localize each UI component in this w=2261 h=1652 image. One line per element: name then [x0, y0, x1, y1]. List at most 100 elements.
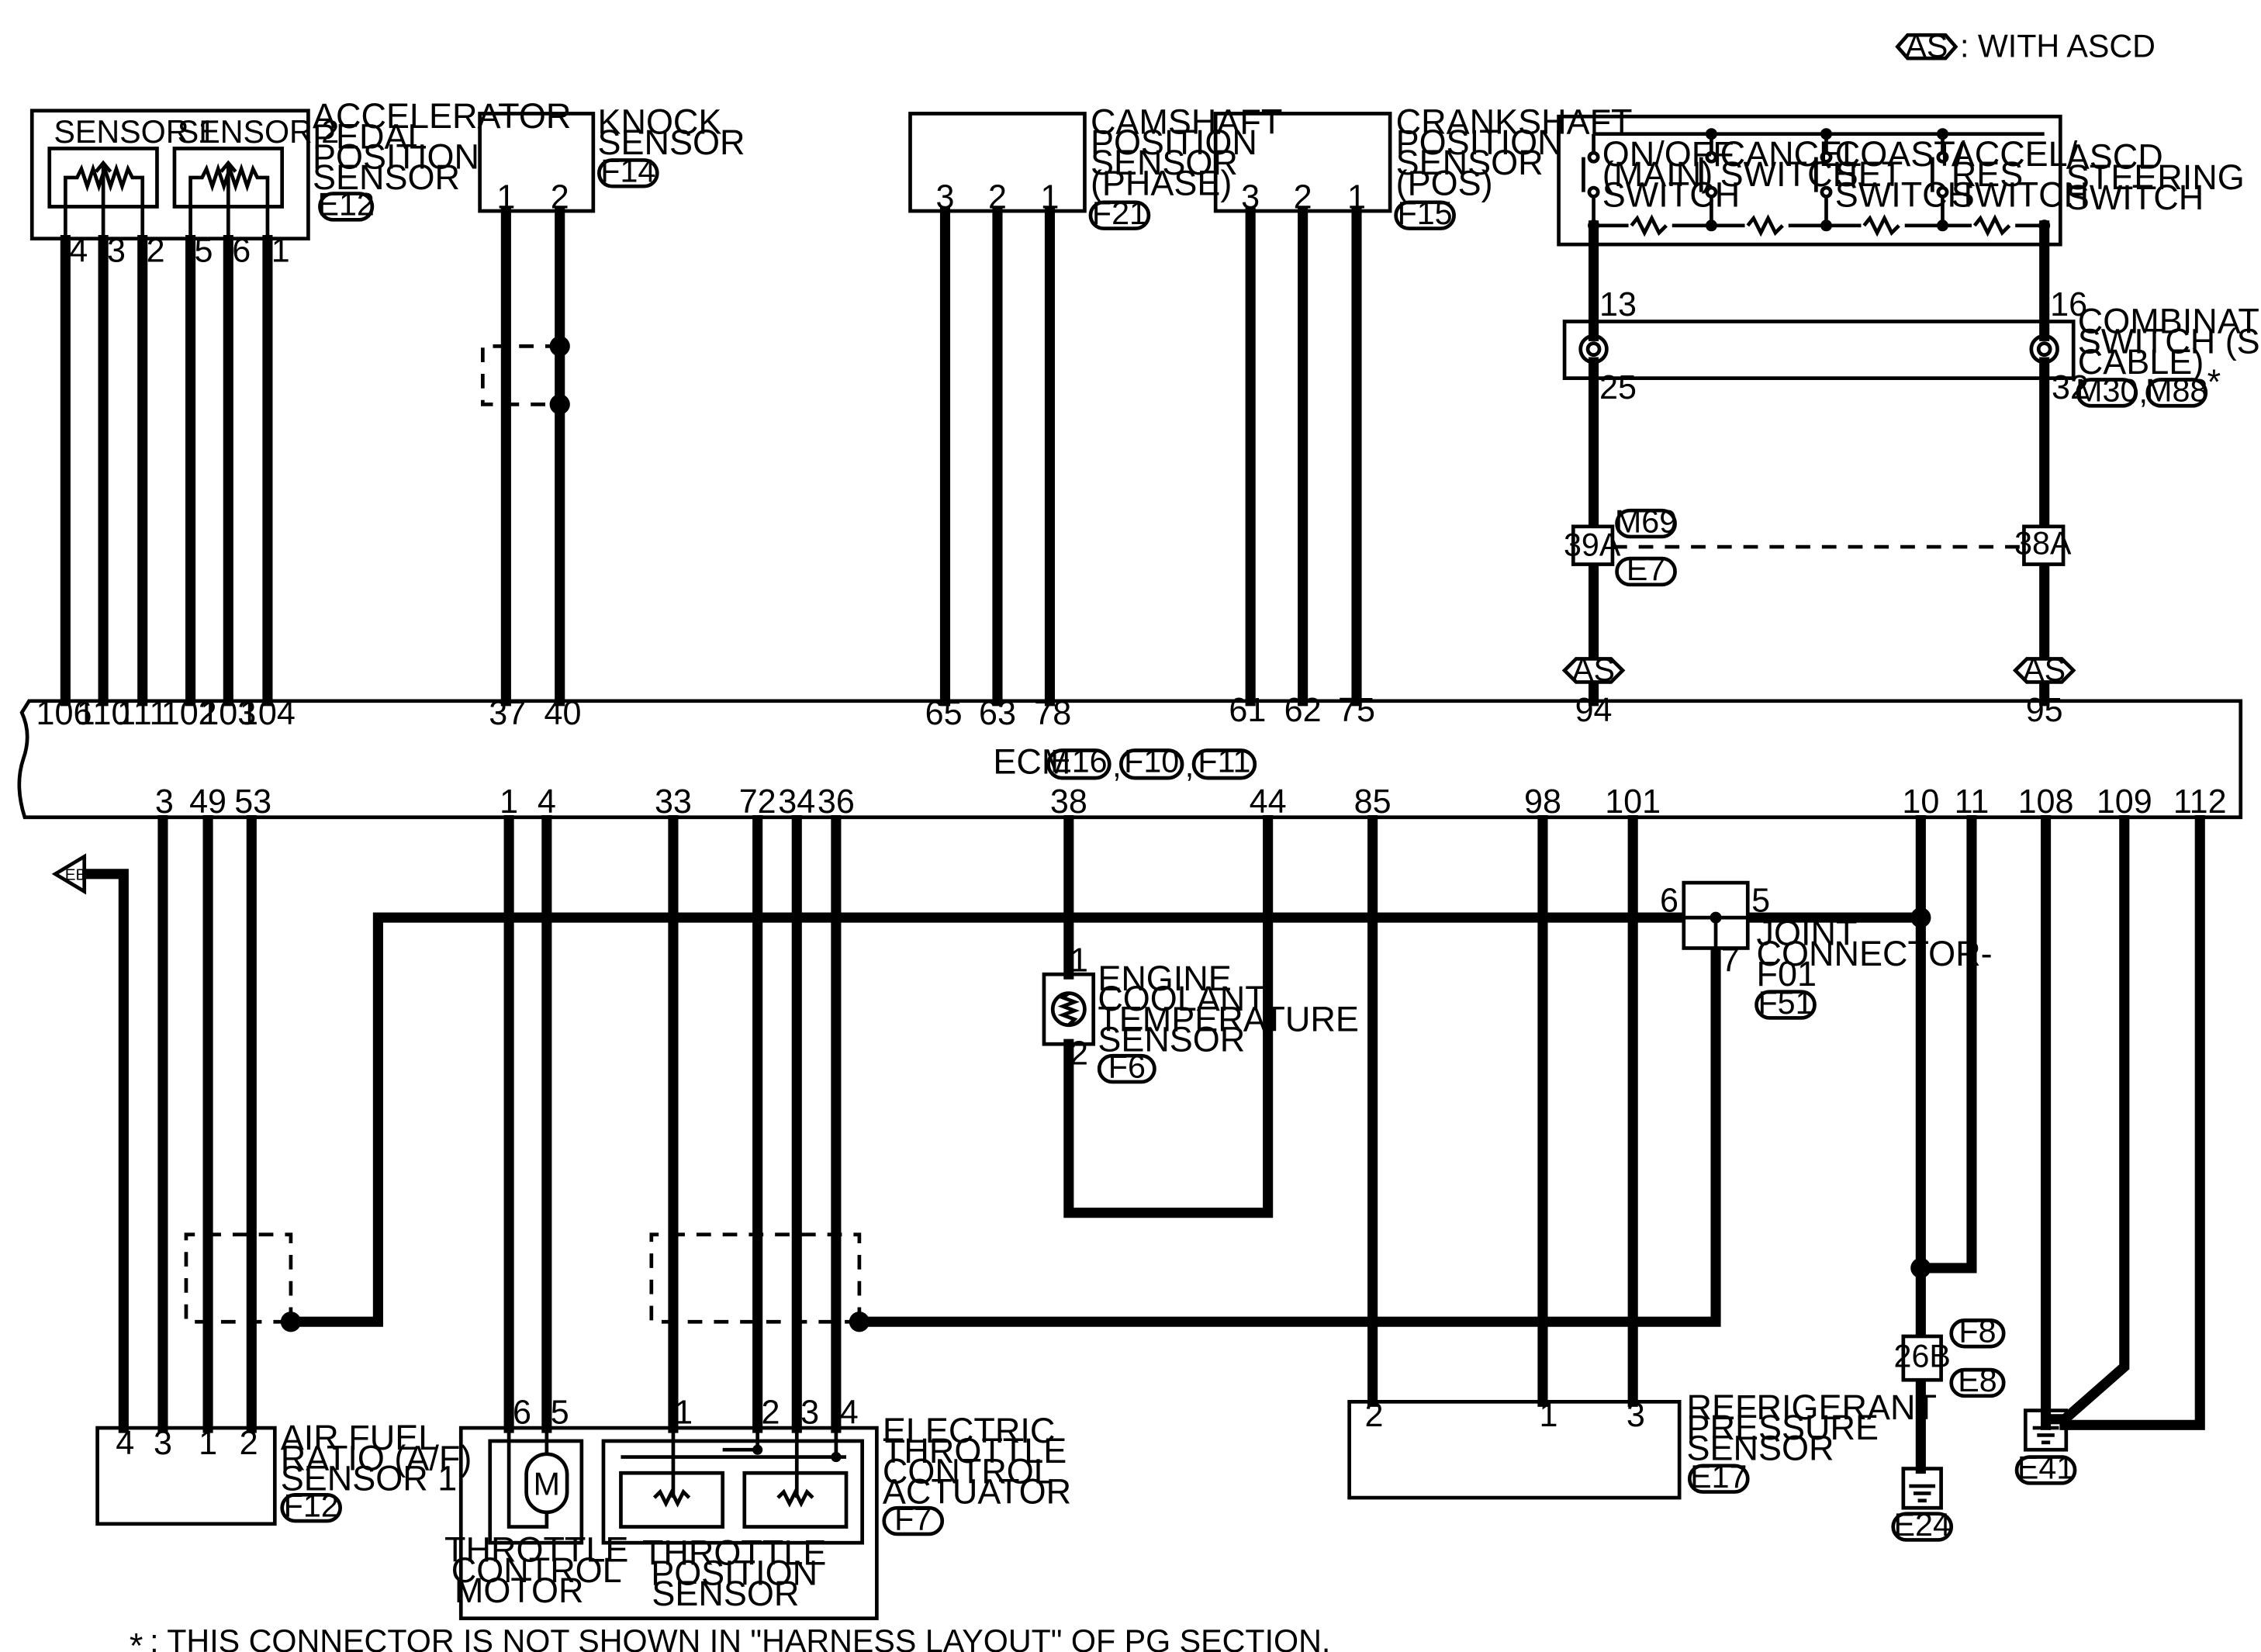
name-line: SENSOR: [1091, 143, 1238, 182]
tps-name: POSITION: [651, 1554, 818, 1593]
name-line: ASCD: [2066, 137, 2163, 177]
ground-icon: [1901, 1467, 1943, 1510]
pin-label: 38A: [2014, 525, 2072, 561]
ecm-label: ECM: [993, 742, 1070, 782]
name-line: RATIO (A/F): [281, 1438, 472, 1477]
switch-label: ON/OFF: [1602, 134, 1734, 174]
switch-label: SWITCH: [1952, 175, 2089, 214]
ecm-pin: 61: [1229, 692, 1266, 729]
name-line: SENSOR: [1687, 1428, 1834, 1467]
accelerator-pedal-position-sensor: SENSOR 1 SENSOR 2 4 3 2 5 6 1 ACCELERATO…: [29, 96, 571, 270]
ecm-pin: 37: [489, 695, 526, 732]
pin-label: 2: [1365, 1397, 1384, 1434]
as-tag-shape: [1895, 33, 1958, 60]
ecm-pin: 85: [1354, 783, 1392, 821]
pin-label: 1: [1070, 942, 1088, 979]
connector-label: F10: [1124, 744, 1179, 779]
name-line: COMBINATION: [2078, 302, 2261, 341]
name-line: SENSOR: [1098, 1020, 1245, 1059]
ecm-pin: 11: [1955, 783, 1990, 821]
name-line: TEMPERATURE: [1098, 999, 1359, 1039]
pin-label: 26B: [1894, 1338, 1951, 1374]
electric-throttle-control-actuator: 6 5 1 2 3 4 M THROTTLE CONTROL MOTOR THR…: [444, 1394, 1071, 1620]
actuator-body: [458, 1426, 879, 1620]
ecm-pin: 101: [1605, 783, 1661, 821]
ecm-pin: 3: [155, 783, 174, 821]
crankshaft-position-sensor: 3 2 1 CRANKSHAFT POSITION SENSOR (POS) F…: [1213, 102, 1633, 707]
shield: [481, 344, 560, 406]
name-line: SWITCH (SPIRAL: [2078, 322, 2261, 361]
pin-label: 7: [1721, 942, 1740, 979]
ee-tag-label: EE: [65, 866, 87, 883]
name-line: KNOCK: [597, 102, 721, 142]
ecm-pin: 40: [544, 695, 581, 732]
sensor1-wiper: [94, 160, 112, 247]
tps-name: THROTTLE: [642, 1533, 826, 1572]
name-line: SENSOR: [597, 123, 745, 162]
ecm-body: [17, 699, 2243, 820]
ecm-pin: 106: [36, 695, 92, 732]
pin-label: 1: [199, 1425, 217, 1462]
ecm-pin: 34: [778, 783, 815, 821]
joint-connector: 6 5 7 JOINT CONNECTOR- F01 F51: [1660, 880, 1993, 1021]
ground-connector: 26B F8 E8: [1894, 1313, 2006, 1398]
ecm-pin: 104: [240, 695, 296, 732]
harness-connector: 39A 38A M69 E7: [1564, 503, 2072, 587]
name-line: F01: [1757, 954, 1817, 994]
connector-badge: [1755, 990, 1817, 1020]
name-line: PRESSURE: [1687, 1408, 1879, 1447]
name-line: CONTROL: [883, 1451, 1053, 1491]
pin-label: 3: [107, 233, 126, 270]
connector-badge: [1088, 200, 1151, 230]
motor-name: THROTTLE: [444, 1530, 628, 1570]
ecm-pin: 62: [1284, 692, 1322, 729]
pin-label: 32: [2052, 369, 2089, 406]
ecm-pin: 49: [189, 783, 226, 821]
lower-wires: [157, 814, 2205, 1474]
as-marker-label: AS: [1572, 652, 1615, 688]
connector-badge: [1615, 508, 1677, 539]
as-markers: AS AS: [1561, 652, 2076, 688]
pin-label: 1: [1539, 1397, 1557, 1434]
switch-label: SET: [1835, 154, 1903, 194]
ecm-pin: 10: [1902, 783, 1939, 821]
footnote: * : THIS CONNECTOR IS NOT SHOWN IN "HARN…: [130, 1623, 1331, 1652]
connector-label: E41: [2017, 1450, 2074, 1486]
connector-label: F51: [1758, 985, 1813, 1021]
pin-label: 4: [116, 1425, 134, 1462]
connector-badge: [1191, 748, 1257, 780]
connector-label: E7: [1627, 551, 1665, 587]
connector-badge: [1118, 748, 1184, 780]
connector-label: E17: [1690, 1459, 1747, 1495]
motor-name: MOTOR: [455, 1571, 584, 1610]
pin-label: 2: [147, 233, 165, 270]
connector-badge: [2014, 1455, 2077, 1485]
ascd-steering-switch: ON/OFF (MAIN) SWITCH CANCEL SWITCH COAST…: [1557, 114, 2245, 247]
knock-sensor: 1 2 KNOCK SENSOR F14: [478, 102, 745, 707]
air-fuel-ratio-sensor: 4 3 1 2 AIR FUEL RATIO (A/F) SENSOR 1 F1…: [95, 1418, 472, 1526]
switch-label: CANCEL: [1720, 134, 1862, 174]
connector-label: F8: [1958, 1313, 1996, 1349]
connector-badge: [280, 1492, 342, 1523]
ecm-pin: 112: [2173, 783, 2227, 821]
camshaft-position-sensor: 3 2 1 CAMSHAFT POSITION SENSOR (PHASE) F…: [908, 102, 1282, 707]
name-line: (POS): [1396, 163, 1493, 202]
ground-icon: [2023, 1408, 2069, 1452]
pin-label: 3: [154, 1425, 172, 1462]
switch-label: ACCEL/: [1952, 134, 2078, 174]
ecm-pin: 33: [655, 783, 692, 821]
name-line: POSITION: [1396, 123, 1563, 162]
name-line: SENSOR: [313, 157, 460, 197]
name-line: STEERING: [2066, 157, 2245, 197]
switch-label: COAST/: [1835, 134, 1965, 174]
name-line: ACCELERATOR: [313, 96, 571, 136]
pin-label: 2: [240, 1425, 258, 1462]
ecm-pin: 110: [77, 695, 130, 732]
ecm-pin: 103: [200, 695, 256, 732]
ecm-pin: 4: [538, 783, 556, 821]
connector-label: F12: [284, 1488, 339, 1523]
name-line: ELECTRIC: [883, 1411, 1055, 1450]
legend: AS : WITH ASCD: [1895, 28, 2156, 64]
